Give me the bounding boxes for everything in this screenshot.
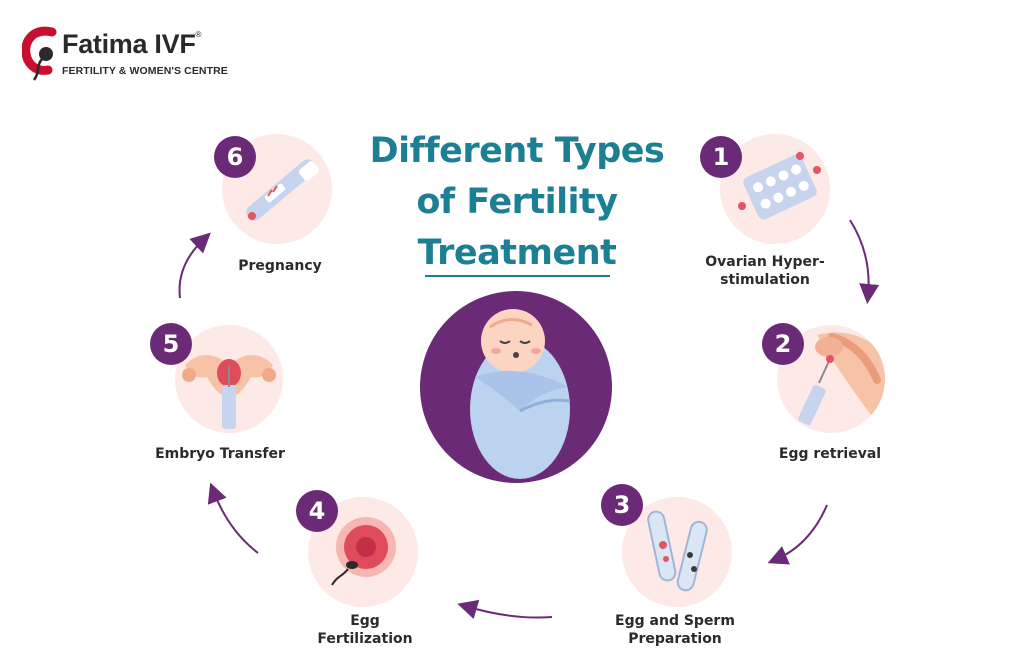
brand-name: Fatima IVF® xyxy=(62,29,202,59)
pregnancy-test-icon xyxy=(246,159,320,221)
center-circle xyxy=(420,291,612,483)
arrow-3-to-4 xyxy=(457,599,553,620)
step-3-label: Egg and Sperm Preparation xyxy=(615,613,735,647)
brand-logo-icon xyxy=(21,26,62,86)
step-3-circle xyxy=(622,497,732,607)
step-5-label: Embryo Transfer xyxy=(155,446,285,462)
swaddled-baby-icon xyxy=(470,309,571,479)
pill-blister-pack-icon xyxy=(738,152,821,220)
step-5-badge: 5 xyxy=(150,323,192,365)
step-4-badge: 4 xyxy=(296,490,338,532)
test-tubes-icon xyxy=(647,510,708,592)
brand-tagline: FERTILITY & WOMEN'S CENTRE xyxy=(62,65,228,77)
step-1-label: Ovarian Hyper- stimulation xyxy=(705,254,825,288)
title-line-3: Treatment xyxy=(417,233,617,273)
title-line-1: Different Types xyxy=(369,131,665,171)
uterus-embryo-transfer-icon xyxy=(182,355,276,429)
arrow-1-to-2 xyxy=(849,219,880,304)
step-3-badge: 3 xyxy=(601,484,643,526)
egg-retrieval-syringe-icon xyxy=(798,332,885,433)
step-2-badge: 2 xyxy=(762,323,804,365)
arrow-5-to-6 xyxy=(178,232,211,299)
step-4-label: Egg Fertilization xyxy=(317,613,413,647)
egg-sperm-fertilization-icon xyxy=(331,517,396,586)
title-underline xyxy=(425,275,610,277)
arrow-2-to-3 xyxy=(767,504,828,565)
step-2-label: Egg retrieval xyxy=(778,446,882,462)
step-1-badge: 1 xyxy=(700,136,742,178)
title-line-2: of Fertility xyxy=(416,182,618,222)
step-5-circle xyxy=(175,325,283,433)
step-6-badge: 6 xyxy=(214,136,256,178)
arrow-4-to-5 xyxy=(207,482,259,554)
step-6-label: Pregnancy xyxy=(238,258,322,274)
